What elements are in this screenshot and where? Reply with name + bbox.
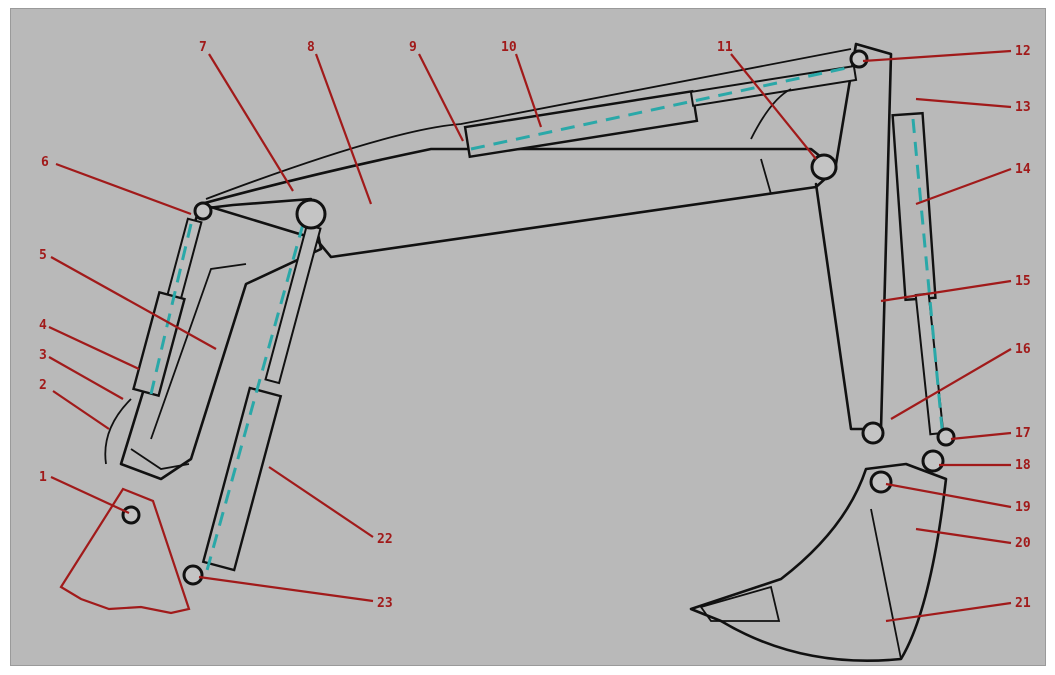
leader-15 bbox=[880, 279, 1012, 303]
bucket-cylinder-rod bbox=[914, 292, 945, 436]
pin-boom-arm bbox=[295, 198, 327, 230]
leader-4 bbox=[48, 326, 140, 370]
label-20: 20 bbox=[1015, 536, 1031, 551]
arm-seam bbox=[760, 158, 772, 195]
leader-11 bbox=[730, 53, 817, 160]
label-1: 1 bbox=[39, 470, 47, 485]
label-9: 9 bbox=[409, 40, 417, 55]
label-11: 11 bbox=[717, 40, 733, 55]
callout-numbers: 1 2 3 4 5 6 7 8 9 10 11 12 13 14 15 16 1… bbox=[39, 40, 1031, 611]
label-13: 13 bbox=[1015, 100, 1031, 115]
leader-19 bbox=[885, 482, 1012, 509]
leader-22 bbox=[268, 466, 374, 538]
leader-8 bbox=[314, 53, 373, 205]
label-12: 12 bbox=[1015, 44, 1031, 59]
lift-cylinder-barrel bbox=[201, 386, 283, 572]
label-6: 6 bbox=[41, 155, 49, 170]
pin-lift-bottom bbox=[182, 564, 204, 586]
label-10: 10 bbox=[501, 40, 517, 55]
label-16: 16 bbox=[1015, 342, 1031, 357]
leader-5 bbox=[50, 256, 217, 350]
pin-link-19 bbox=[869, 470, 893, 494]
leader-21 bbox=[885, 601, 1012, 623]
lift-cylinder-axis bbox=[204, 223, 305, 575]
bucket-cylinder-barrel bbox=[891, 111, 937, 302]
label-17: 17 bbox=[1015, 426, 1031, 441]
excavator-arm-diagram: 1 2 3 4 5 6 7 8 9 10 11 12 13 14 15 16 1… bbox=[39, 40, 1031, 662]
label-19: 19 bbox=[1015, 500, 1031, 515]
label-3: 3 bbox=[39, 348, 47, 363]
boom-cylinder-axis bbox=[149, 223, 193, 395]
label-15: 15 bbox=[1015, 274, 1031, 289]
arm-stick bbox=[199, 147, 838, 259]
label-4: 4 bbox=[39, 318, 47, 333]
leader-9 bbox=[418, 53, 464, 142]
label-21: 21 bbox=[1015, 596, 1031, 611]
leader-7 bbox=[208, 53, 294, 192]
lift-cylinder-rod bbox=[264, 223, 322, 385]
leader-6 bbox=[55, 162, 192, 216]
leader-23 bbox=[198, 575, 374, 603]
leader-1 bbox=[50, 476, 130, 514]
bucket-link-arm bbox=[814, 42, 893, 431]
leader-14 bbox=[915, 167, 1012, 206]
label-5: 5 bbox=[39, 248, 47, 263]
boom-cylinder-barrel bbox=[132, 290, 186, 398]
leader-13 bbox=[915, 97, 1012, 109]
leader-12 bbox=[862, 49, 1012, 63]
leader-3 bbox=[48, 356, 124, 400]
boom-inner-line bbox=[150, 263, 247, 440]
leader-10 bbox=[514, 53, 543, 128]
pin-boom-top bbox=[193, 201, 213, 221]
pin-link-16 bbox=[861, 421, 885, 445]
pin-link-18 bbox=[921, 449, 945, 473]
diagram-canvas: 1 2 3 4 5 6 7 8 9 10 11 12 13 14 15 16 1… bbox=[10, 8, 1046, 666]
pin-base bbox=[121, 505, 141, 525]
leader-lines bbox=[48, 49, 1012, 623]
pin-cylinder-top bbox=[849, 49, 869, 69]
bucket bbox=[689, 462, 948, 662]
hose-line bbox=[104, 88, 792, 465]
leader-20 bbox=[915, 527, 1012, 545]
label-2: 2 bbox=[39, 378, 47, 393]
arm-cylinder-axis bbox=[470, 65, 852, 151]
bucket-teeth bbox=[699, 585, 781, 622]
bucket-inner-edge bbox=[870, 508, 902, 660]
base-mount-outline bbox=[59, 487, 191, 615]
label-22: 22 bbox=[377, 532, 393, 547]
pin-link-17 bbox=[936, 427, 956, 447]
label-23: 23 bbox=[377, 596, 393, 611]
pin-arm-end bbox=[810, 153, 838, 181]
leader-17 bbox=[950, 431, 1012, 441]
boom-web-line bbox=[130, 448, 190, 470]
arm-top-edge bbox=[205, 48, 852, 200]
label-14: 14 bbox=[1015, 162, 1031, 177]
label-18: 18 bbox=[1015, 458, 1031, 473]
label-8: 8 bbox=[307, 40, 315, 55]
leader-2 bbox=[52, 390, 110, 430]
bucket-cylinder-axis bbox=[911, 118, 945, 440]
leader-16 bbox=[890, 348, 1012, 420]
label-7: 7 bbox=[199, 40, 207, 55]
